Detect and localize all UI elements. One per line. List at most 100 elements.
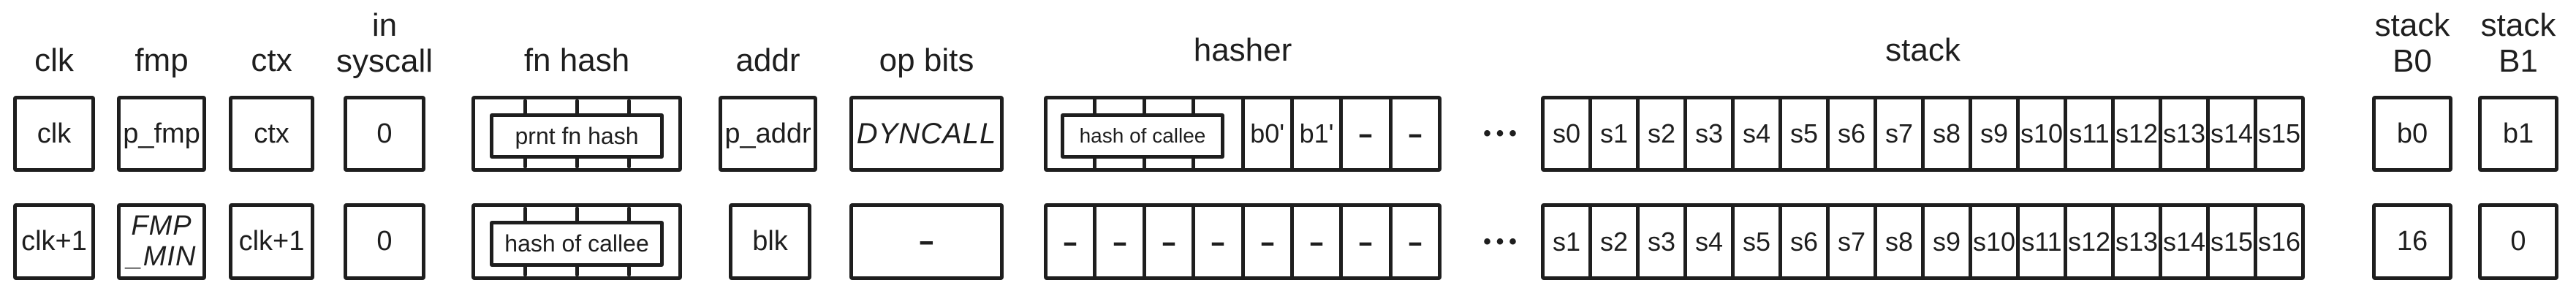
in-syscall-header: in syscall — [336, 7, 433, 79]
stack-cell: s11 — [2016, 207, 2064, 276]
clk-header: clk — [34, 42, 74, 78]
stack-cell: s8 — [1874, 207, 1921, 276]
stack-cell: s3 — [1636, 207, 1683, 276]
addr-row2-box: blk — [729, 203, 811, 280]
hasher-cell-value: - — [1161, 226, 1177, 257]
in-syscall-header-line1: in — [371, 7, 398, 43]
stack-cell: s12 — [2064, 207, 2111, 276]
stack-b1-row2-box: 0 — [2478, 203, 2558, 280]
stack-cell-value: s1 — [1552, 226, 1581, 257]
stack-cell-value: s9 — [1980, 118, 2009, 148]
ctx-row1-value: ctx — [254, 118, 289, 149]
stack-cell-value: s15 — [2257, 118, 2301, 148]
stack-cell-value: s9 — [1932, 226, 1961, 257]
in-syscall-header-line2: syscall — [336, 43, 433, 79]
hasher-cell: - — [1192, 207, 1240, 276]
stack-b1-row2-value: 0 — [2510, 226, 2526, 257]
in-syscall-row1-value: 0 — [376, 118, 393, 149]
column-addr: addr p_addr blk — [719, 0, 817, 299]
column-hasher: hasher b0'b1'-- hash of callee -------- — [1044, 0, 1442, 299]
stack-cell-value: s1 — [1599, 118, 1629, 148]
hasher-row2-box: -------- — [1044, 203, 1442, 280]
hasher-cell: - — [1048, 207, 1093, 276]
hasher-cell-value: - — [1357, 118, 1374, 148]
stack-cell: s13 — [2111, 207, 2159, 276]
stack-b1-header: stack B1 — [2481, 7, 2556, 79]
hasher-row1-box: b0'b1'-- hash of callee — [1044, 96, 1442, 172]
fmp-row2-box: FMP _MIN — [117, 203, 206, 280]
column-stack-b0: stack B0 b0 16 — [2372, 0, 2452, 299]
stack-b1-row1-box: b1 — [2478, 96, 2558, 172]
stack-cell-value: s14 — [2210, 118, 2254, 148]
op-bits-header: op bits — [879, 42, 974, 78]
stack-cell: s4 — [1731, 99, 1778, 168]
stack-cell: s5 — [1778, 99, 1826, 168]
stack-cell: s15 — [2206, 207, 2254, 276]
stack-cell: s12 — [2111, 99, 2159, 168]
stack-cell: s13 — [2159, 99, 2206, 168]
ellipsis-column: ••• ••• — [1471, 0, 1529, 299]
fn-hash-header: fn hash — [523, 42, 630, 78]
fmp-row2-line2: _MIN — [126, 241, 197, 272]
stack-cell-value: s2 — [1647, 118, 1676, 148]
stack-cell-value: s4 — [1742, 118, 1771, 148]
hasher-cell-value: - — [1407, 118, 1423, 148]
stack-cell-value: s10 — [1972, 226, 2016, 257]
hasher-cell-value: b1' — [1299, 118, 1334, 148]
stack-cell-value: s12 — [2067, 226, 2111, 257]
clk-row2-box: clk+1 — [13, 203, 95, 280]
stack-cell-value: s12 — [2115, 118, 2159, 148]
column-stack-b1: stack B1 b1 0 — [2478, 0, 2558, 299]
stack-cell: s16 — [2254, 207, 2301, 276]
hasher-cell-value: b0' — [1250, 118, 1285, 148]
hasher-cell: - — [1388, 99, 1438, 168]
clk-row1-box: clk — [13, 96, 95, 172]
stack-cell: s1 — [1588, 99, 1636, 168]
fn-hash-row1-box: prnt fn hash — [471, 96, 682, 172]
stack-cell-value: s14 — [2162, 226, 2206, 257]
hasher-cell: - — [1289, 207, 1339, 276]
in-syscall-row2-value: 0 — [376, 226, 393, 257]
hasher-cell-value: - — [1259, 226, 1276, 257]
stack-cell-value: s11 — [2021, 226, 2062, 257]
column-ctx: ctx ctx clk+1 — [229, 0, 314, 299]
stack-cell-value: s3 — [1647, 226, 1676, 257]
stack-cell: s2 — [1588, 207, 1636, 276]
column-clk: clk clk clk+1 — [13, 0, 95, 299]
stack-b0-header-line1: stack — [2374, 7, 2450, 43]
fn-hash-row2-box: hash of callee — [471, 203, 682, 280]
addr-row1-box: p_addr — [719, 96, 817, 172]
stack-cell: s3 — [1683, 99, 1731, 168]
stack-cell: s9 — [1969, 99, 2016, 168]
hasher-cell: b0' — [1240, 99, 1290, 168]
stack-cell-value: s6 — [1789, 226, 1819, 257]
hasher-cell: - — [1093, 207, 1142, 276]
fmp-row1-box: p_fmp — [117, 96, 206, 172]
stack-cell-value: s0 — [1552, 118, 1581, 148]
stack-b0-header-line2: B0 — [2393, 43, 2432, 79]
stack-cell: s14 — [2206, 99, 2254, 168]
op-bits-row2-box: - — [849, 203, 1004, 280]
stack-cell-value: s2 — [1599, 226, 1629, 257]
column-fn-hash: fn hash prnt fn hash hash of callee — [471, 0, 682, 299]
stack-cell: s7 — [1874, 99, 1921, 168]
stack-cell: s9 — [1921, 207, 1969, 276]
ellipsis-icon: ••• — [1483, 229, 1522, 254]
stack-header: stack — [1885, 32, 1961, 68]
column-op-bits: op bits DYNCALL - — [849, 0, 1004, 299]
stack-cell: s4 — [1683, 207, 1731, 276]
stack-cell: s6 — [1778, 207, 1826, 276]
stack-cell: s8 — [1921, 99, 1969, 168]
ellipsis-icon: ••• — [1483, 121, 1522, 145]
hasher-cell-value: - — [1357, 226, 1374, 257]
hasher-cell: - — [1388, 207, 1438, 276]
column-in-syscall: in syscall 0 0 — [336, 0, 433, 299]
stack-cell: s2 — [1636, 99, 1683, 168]
stack-cell-value: s16 — [2257, 226, 2301, 257]
hasher-cell: - — [1339, 99, 1388, 168]
hasher-cell: - — [1142, 207, 1192, 276]
stack-cell-value: s5 — [1789, 118, 1819, 148]
